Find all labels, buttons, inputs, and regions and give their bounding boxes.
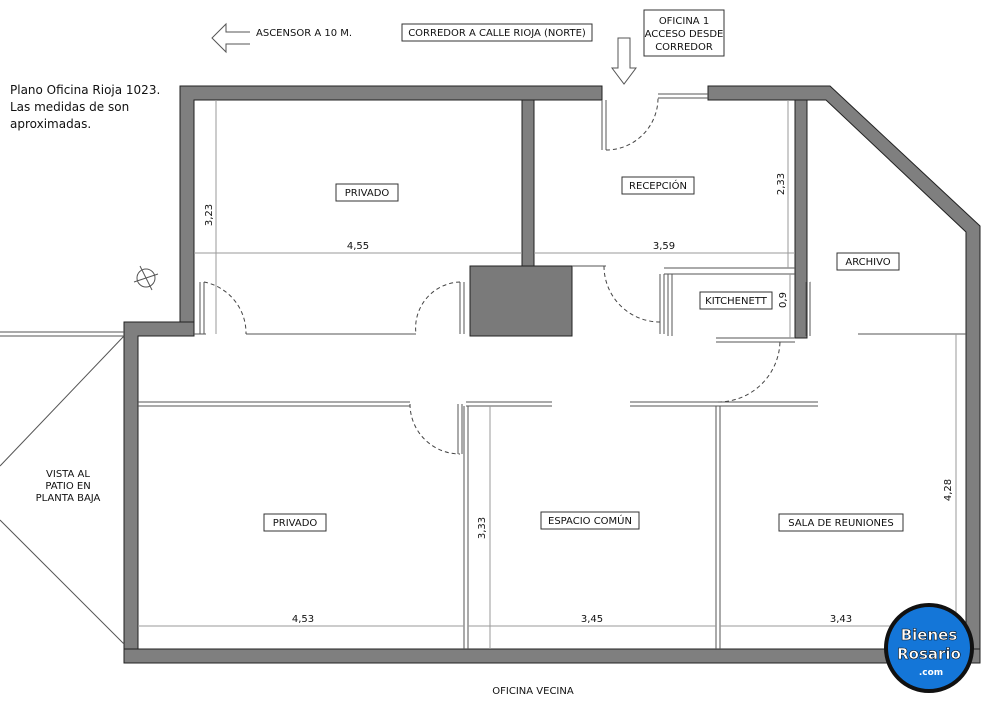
office-access-line3: CORREDOR — [655, 42, 713, 53]
room-privado-bottom: PRIVADO — [273, 518, 318, 529]
dim-privado-bottom-width: 4,53 — [292, 614, 314, 625]
arrow-left-icon — [211, 22, 250, 54]
neighbor-office-label: OFICINA VECINA — [492, 686, 574, 697]
title-note-line3: aproximadas. — [10, 117, 91, 131]
dim-sala-width: 3,43 — [830, 614, 852, 625]
room-kitchenett: KITCHENETT — [705, 296, 768, 307]
logo-line1: Bienes — [901, 626, 958, 644]
dim-espacio-height: 3,33 — [477, 517, 488, 539]
logo-line2: Rosario — [897, 645, 961, 663]
dim-privado-top-width: 4,55 — [347, 241, 369, 252]
structural-column — [469, 265, 573, 337]
room-recepcion: RECEPCIÓN — [629, 179, 687, 192]
room-privado-top: PRIVADO — [345, 188, 390, 199]
partitions — [138, 93, 966, 649]
dimension-lines — [138, 100, 966, 649]
patio-label-line3: PLANTA BAJA — [36, 493, 101, 504]
dim-privado-top-height: 3,23 — [204, 204, 215, 226]
room-sala-reuniones: SALA DE REUNIONES — [788, 518, 893, 529]
office-access-line2: ACCESO DESDE — [645, 29, 724, 40]
dim-espacio-width: 3,45 — [581, 614, 603, 625]
dim-recepcion-width: 3,59 — [653, 241, 675, 252]
arrow-down-icon — [611, 37, 637, 85]
logo-line3: .com — [919, 668, 943, 678]
bienes-rosario-logo: Bienes Rosario .com — [884, 603, 974, 693]
office-access-line1: OFICINA 1 — [659, 16, 709, 27]
outer-walls — [123, 85, 981, 664]
dim-sala-height: 4,28 — [943, 479, 954, 501]
office-access-box — [643, 9, 725, 57]
patio-view-lines — [0, 331, 125, 645]
patio-label-line2: PATIO EN — [45, 481, 90, 492]
room-espacio-comun: ESPACIO COMÚN — [548, 514, 632, 527]
elevator-label: ASCENSOR A 10 M. — [256, 28, 352, 39]
room-archivo: ARCHIVO — [845, 257, 890, 268]
corridor-label: CORREDOR A CALLE RIOJA (NORTE) — [408, 28, 586, 39]
door-swings — [203, 97, 781, 455]
dim-recepcion-height: 2,33 — [776, 173, 787, 195]
compass-icon — [133, 265, 159, 291]
patio-label-line1: VISTA AL — [46, 469, 90, 480]
corridor-label-box — [401, 23, 593, 42]
title-note-line1: Plano Oficina Rioja 1023. — [10, 83, 160, 97]
dim-kitchen-height: 0,9 — [778, 292, 789, 308]
title-note-line2: Las medidas de son — [10, 100, 129, 114]
